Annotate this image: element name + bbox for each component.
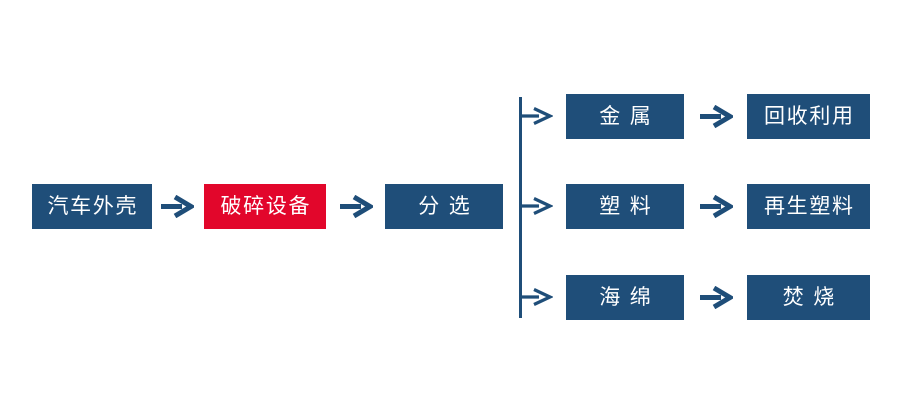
arrow-right-icon: [699, 285, 735, 313]
arrow-right-icon: [339, 194, 375, 222]
result-box-recycled-plastic-label: 再生塑料: [763, 194, 855, 218]
result-box-recycled-plastic: 再生塑料: [747, 184, 870, 229]
flow-box-sorting: 分选: [385, 184, 503, 229]
result-box-incineration: 焚烧: [747, 275, 870, 320]
branch-box-sponge: 海绵: [566, 275, 684, 320]
branch-box-plastic: 塑料: [566, 184, 684, 229]
flow-box-crushing-equipment-label: 破碎设备: [220, 194, 312, 218]
arrow-right-icon: [699, 194, 735, 222]
result-box-incineration-label: 焚烧: [782, 285, 844, 309]
result-box-recycling-label: 回收利用: [763, 104, 855, 128]
flow-box-crushing-equipment: 破碎设备: [204, 184, 326, 229]
flow-box-sorting-label: 分选: [418, 194, 480, 218]
arrow-right-icon: [521, 106, 554, 130]
arrow-right-icon: [699, 104, 735, 132]
arrow-right-icon: [521, 287, 554, 311]
branch-box-metal: 金属: [566, 94, 684, 139]
flow-box-car-shell-label: 汽车外壳: [47, 194, 139, 218]
branch-box-plastic-label: 塑料: [599, 194, 661, 218]
arrow-right-icon: [521, 196, 554, 220]
result-box-recycling: 回收利用: [747, 94, 870, 139]
branch-box-sponge-label: 海绵: [599, 285, 661, 309]
flow-box-car-shell: 汽车外壳: [32, 184, 152, 229]
branch-connector-line: [519, 97, 522, 318]
branch-box-metal-label: 金属: [599, 104, 661, 128]
arrow-right-icon: [160, 194, 196, 222]
